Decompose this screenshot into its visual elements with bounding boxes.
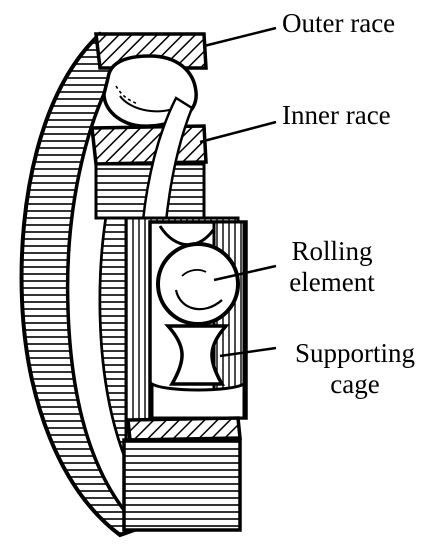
label-rolling-element-line2: element [289,267,375,297]
label-supporting-cage-line2: cage [330,369,380,399]
label-supporting-cage-line1: Supporting [294,338,415,368]
cage-separator [150,324,246,420]
leader-lines [199,26,277,358]
rolling-ball [156,242,240,326]
leader-line-supporting-cage [219,346,277,358]
label-rolling-element-line1: Rolling [291,236,373,266]
leader-line-outer-race [203,26,277,48]
label-outer-race: Outer race [282,8,396,38]
label-supporting-cage: Supporting cage [276,338,434,400]
label-rolling-element: Rolling element [274,236,390,298]
leader-line-inner-race [199,120,277,144]
label-inner-race: Inner race [282,100,391,130]
race-bottom [122,416,242,532]
leader-line-rolling-element [213,264,277,282]
